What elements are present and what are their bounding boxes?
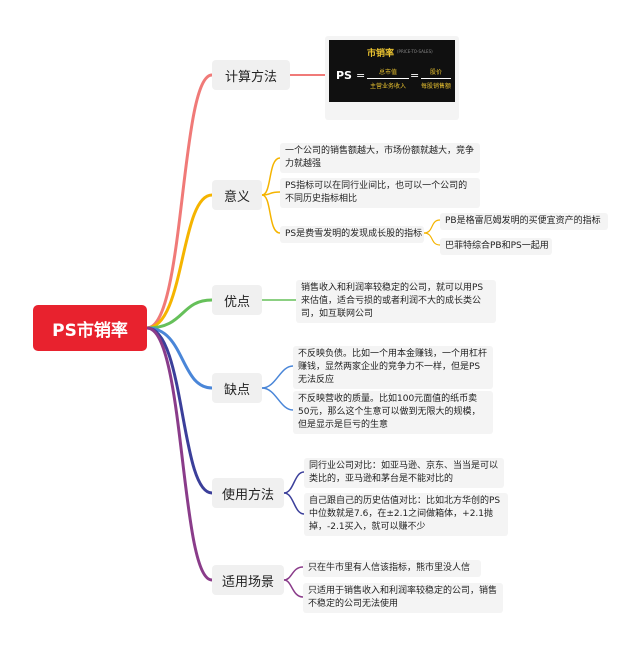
pros-item-1[interactable]: 销售收入和利润率较稳定的公司，就可以用PS来估值，适合亏损的或者利润不大的成长类…: [296, 280, 496, 323]
edge-cons-item1: [261, 365, 294, 389]
formula-card: 市销率 (PRICE-TO-SALES) PS = 总市值 主营业务收入 = 股…: [325, 36, 459, 120]
scenarios-item-1[interactable]: 只在牛市里有人信该指标，熊市里没人信: [303, 560, 481, 577]
edge-scenarios-item1: [283, 566, 304, 581]
meaning-sub-item-1[interactable]: PB是格雷厄姆发明的买便宜资产的指标: [440, 213, 608, 230]
cons-item-2[interactable]: 不反映营收的质量。比如100元面值的纸币卖50元，那么这个生意可以做到无限大的规…: [293, 391, 493, 434]
meaning-item-2[interactable]: PS指标可以在同行业间比，也可以一个公司的不同历史指标相比: [280, 178, 480, 208]
edge-root-cons: [146, 326, 213, 390]
meaning-sub-item-2[interactable]: 巴菲特综合PB和PS一起用: [440, 238, 552, 255]
usage-item-2[interactable]: 自己跟自己的历史估值对比：比如北方华创的PS中位数就是7.6，在±2.1之间做箱…: [304, 493, 508, 536]
edge-root-meaning: [146, 193, 213, 330]
formula-denominator-2: 每股销售额: [421, 83, 452, 90]
formula-numerator-1: 总市值: [378, 69, 397, 76]
usage-item-1[interactable]: 同行业公司对比：如亚马逊、京东、当当是可以类比的，亚马逊和茅台是不能对比的: [304, 458, 504, 488]
edge-root-calc: [146, 73, 213, 330]
formula-equals-2: =: [410, 69, 420, 82]
edge-root-pros: [146, 298, 213, 330]
branch-meaning[interactable]: 意义: [212, 180, 262, 210]
root-node[interactable]: PS市销率: [33, 305, 147, 351]
edge-root-usage: [146, 326, 213, 495]
branch-usage[interactable]: 使用方法: [212, 478, 284, 508]
formula-title: 市销率: [367, 49, 395, 59]
meaning-item-3[interactable]: PS是费雪发明的发现成长股的指标: [280, 226, 424, 243]
edge-usage-item2: [283, 492, 305, 515]
cons-item-1[interactable]: 不反映负债。比如一个用本金赚钱，一个用杠杆赚钱，显然两家企业的竞争力不一样，但是…: [293, 346, 493, 389]
branch-pros[interactable]: 优点: [212, 285, 262, 315]
edge-cons-item2: [261, 387, 294, 411]
meaning-item-1[interactable]: 一个公司的销售额越大，市场份额就越大，竞争力就越强: [280, 143, 480, 173]
branch-cons[interactable]: 缺点: [212, 373, 262, 403]
formula-image: 市销率 (PRICE-TO-SALES) PS = 总市值 主营业务收入 = 股…: [329, 40, 455, 102]
edge-scenarios-item2: [283, 579, 304, 598]
formula-denominator-1: 主营业务收入: [369, 83, 406, 90]
scenarios-item-2[interactable]: 只适用于销售收入和利润率较稳定的公司，销售不稳定的公司无法使用: [303, 583, 503, 613]
branch-calc-method[interactable]: 计算方法: [212, 60, 290, 90]
formula-lhs: PS: [336, 69, 352, 82]
edge-usage-item1: [283, 471, 305, 494]
formula-numerator-2: 股价: [429, 69, 442, 76]
formula-subtitle: (PRICE-TO-SALES): [397, 49, 433, 54]
formula-fraction-bar-2: [421, 78, 451, 79]
edge-meaning-item1: [261, 157, 281, 196]
formula-equals-1: =: [356, 69, 366, 82]
formula-fraction-bar-1: [367, 78, 409, 79]
edge-meaning-sub2: [423, 232, 441, 246]
edge-root-scenarios: [146, 326, 213, 582]
edge-meaning-sub1: [423, 219, 441, 234]
branch-scenarios[interactable]: 适用场景: [212, 565, 284, 595]
edge-meaning-item3: [261, 194, 281, 234]
